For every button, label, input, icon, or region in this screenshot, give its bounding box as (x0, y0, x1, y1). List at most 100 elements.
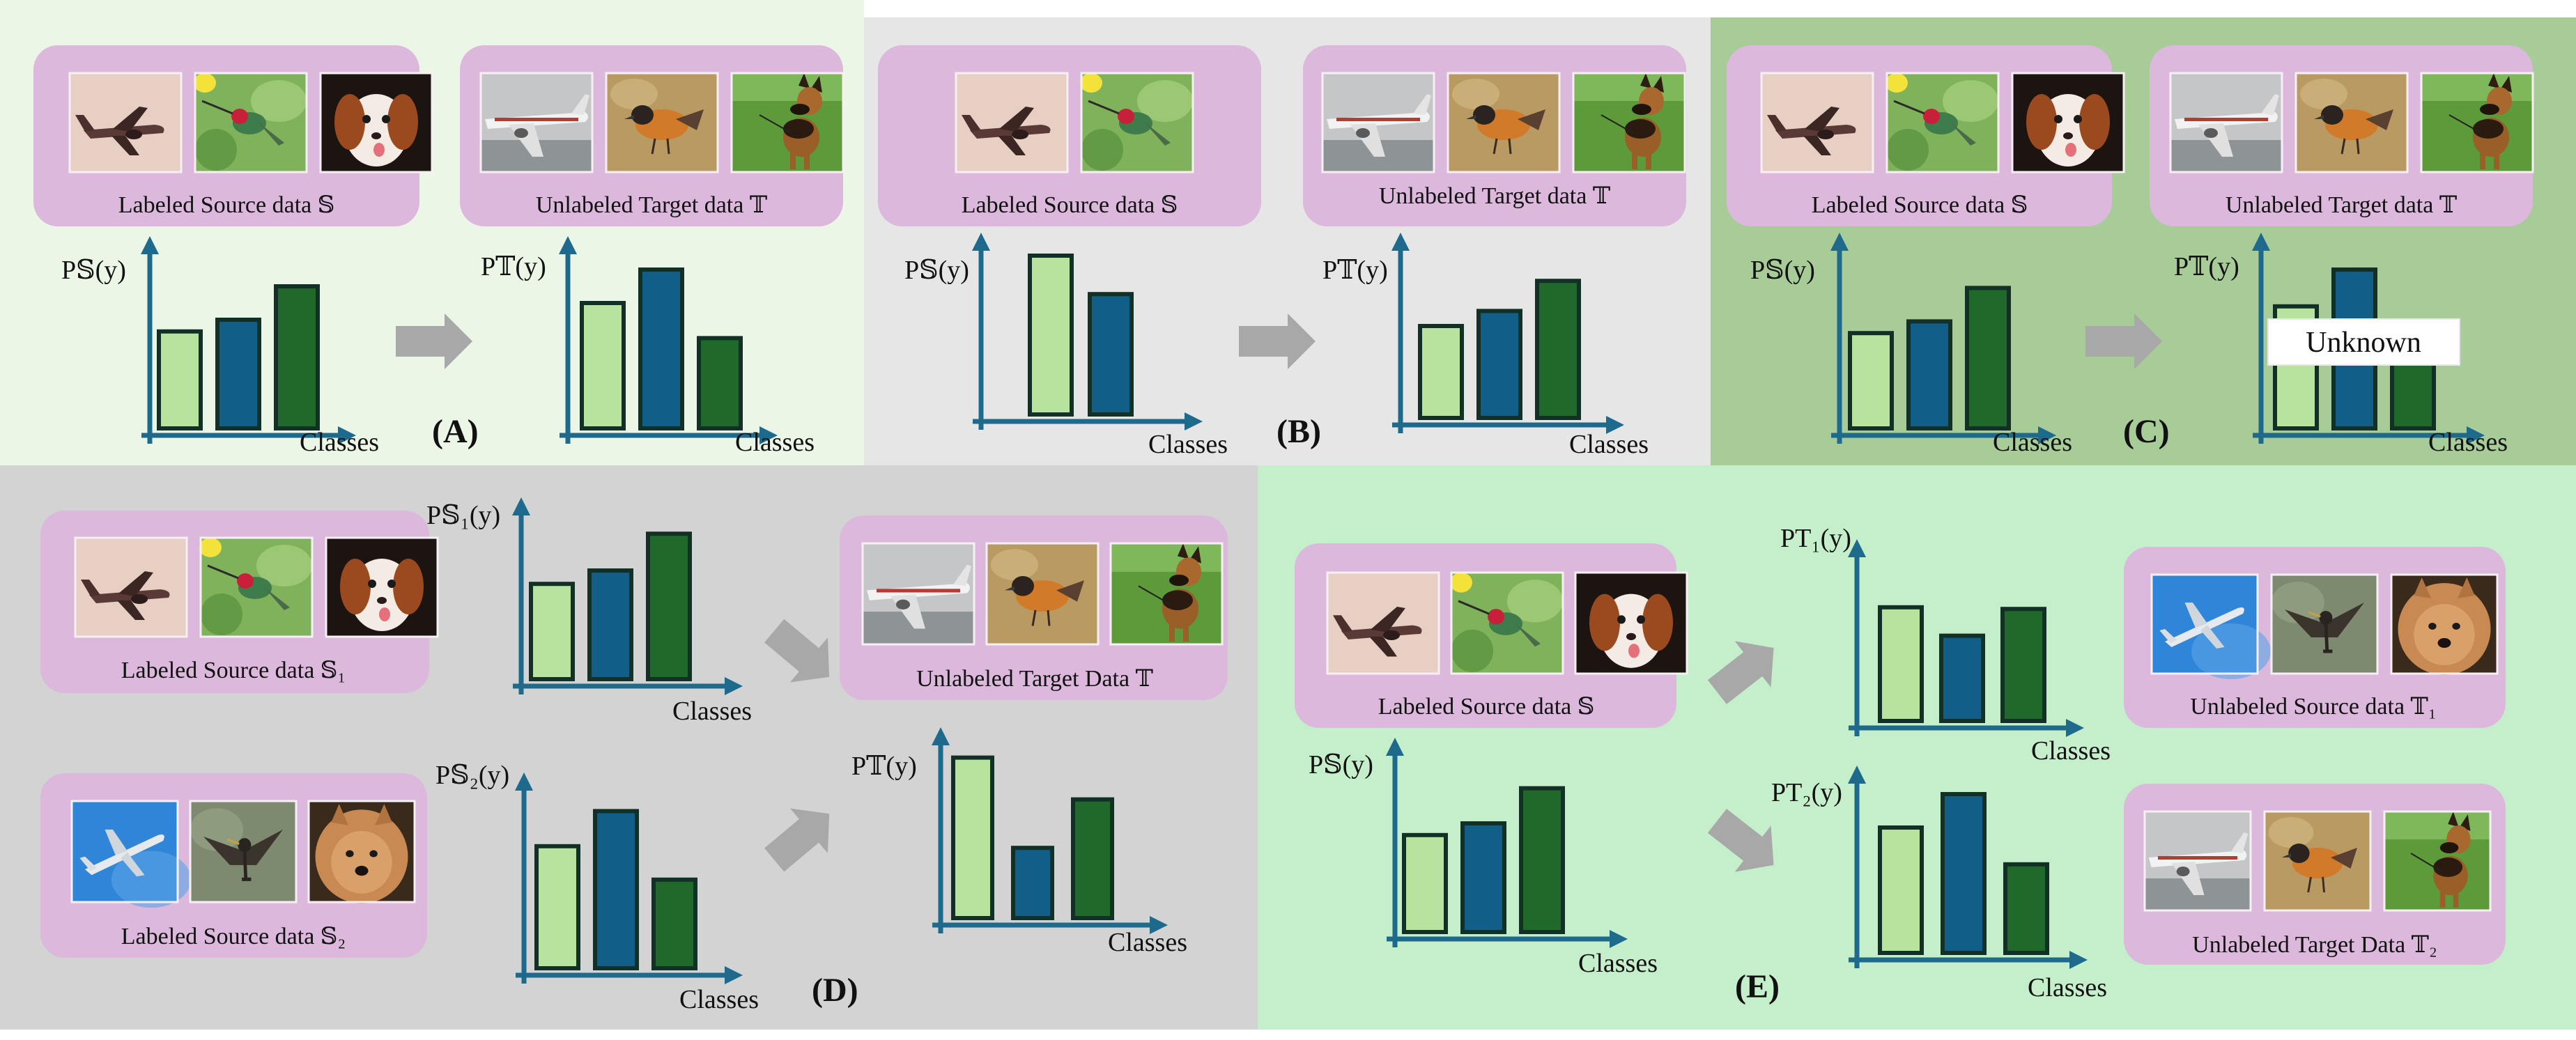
x-axis-arrowhead (1610, 930, 1628, 948)
x-axis-arrowhead (2069, 951, 2088, 969)
panel-b: Labeled Source data 𝕊 Unlabeled Target d… (878, 45, 1686, 459)
bar (529, 582, 575, 682)
target2-x-label: Classes (2028, 973, 2107, 1002)
target-x-label: Classes (735, 428, 815, 457)
airliner-photo (479, 72, 594, 173)
source-x-label: Classes (1148, 430, 1228, 459)
source-image-strip (955, 72, 1194, 173)
bar (1848, 331, 1894, 431)
panel-b-label: (B) (1277, 413, 1321, 450)
bar (1941, 792, 1987, 955)
bar (1939, 633, 1985, 723)
bar (1028, 254, 1074, 417)
source1-box-label: Labeled Source data 𝕊₁ (121, 658, 346, 683)
panel-a: Labeled Source data 𝕊 Unlabeled Target d… (33, 45, 844, 457)
source-x-label: Classes (1578, 949, 1658, 978)
source1-x-label: Classes (672, 697, 752, 726)
bar (215, 318, 261, 430)
x-axis-arrowhead (725, 966, 743, 984)
source-distribution-chart (972, 233, 1203, 430)
source1-image-strip (74, 536, 439, 638)
x-axis-arrowhead (2066, 719, 2084, 737)
source-image-strip (1760, 72, 2125, 173)
target1-box-label: Unlabeled Source data 𝕋₁ (2190, 694, 2436, 720)
y-axis-arrowhead (1391, 233, 1410, 251)
bar (951, 755, 994, 920)
target2-y-label: PT₂(y) (1771, 778, 1842, 807)
y-axis-arrowhead (932, 727, 950, 745)
y-axis-arrowhead (1848, 539, 1866, 557)
source-box-label: Labeled Source data 𝕊 (1378, 694, 1595, 720)
airplane-photo (1760, 72, 1874, 173)
source-distribution-chart (1830, 233, 2056, 444)
bar (1878, 825, 1924, 955)
source-y-label: P𝕊(y) (61, 256, 126, 285)
split-arrow-upper (1707, 641, 1774, 704)
hummingbird-photo (194, 72, 308, 173)
target1-image-strip (2150, 573, 2499, 679)
bar (587, 568, 633, 681)
target-y-label: P𝕋(y) (851, 752, 917, 781)
source-y-label: P𝕊(y) (1309, 750, 1373, 779)
target-y-label: P𝕋(y) (481, 252, 546, 281)
airplane-photo (74, 536, 188, 638)
hummingbird-photo (1885, 72, 2000, 173)
chow-dog-photo (2390, 573, 2499, 675)
bar (651, 877, 697, 971)
source-box-label: Labeled Source data 𝕊 (118, 192, 335, 218)
bar (1418, 324, 1464, 420)
x-axis-arrowhead (2467, 426, 2485, 444)
bar (1011, 846, 1054, 920)
bar (1402, 832, 1448, 935)
bar (580, 301, 626, 430)
chow-dog-photo (307, 800, 416, 904)
target-box-label: Unlabeled Target data 𝕋 (2226, 192, 2457, 218)
airplane-photo (955, 72, 1069, 173)
unknown-class-label: Unknown (2306, 327, 2421, 359)
panel-d: Labeled Source data 𝕊₁ Labeled Source da… (40, 497, 1228, 1014)
panel-d-label: (D) (812, 972, 858, 1009)
source-y-label: P𝕊(y) (904, 256, 969, 285)
source2-distribution-chart (515, 773, 743, 984)
merge-arrow-upper (764, 619, 830, 683)
y-axis-arrowhead (559, 236, 577, 254)
source-x-label: Classes (1993, 428, 2072, 457)
target-image-strip (1321, 72, 1686, 173)
source-distribution-chart (1386, 738, 1628, 948)
source-y-label: P𝕊(y) (1750, 256, 1815, 285)
bar (646, 531, 692, 682)
source-box-label: Labeled Source data 𝕊 (1812, 192, 2028, 218)
target-box-label: Unlabeled Target Data 𝕋 (916, 666, 1153, 692)
german-shepherd-photo (2420, 72, 2534, 173)
panel-a-label: (A) (432, 413, 479, 450)
target-box-label: Unlabeled Target data 𝕋 (1379, 183, 1610, 209)
bar (1519, 786, 1565, 934)
y-axis-arrowhead (1830, 233, 1849, 251)
source-distribution-chart (141, 236, 356, 444)
target1-x-label: Classes (2031, 736, 2111, 766)
panel-c: Labeled Source data 𝕊 Unlabeled Target d… (1727, 45, 2534, 457)
x-axis-arrowhead (725, 677, 743, 695)
target-box-label: Unlabeled Target data 𝕋 (536, 192, 767, 218)
source2-box-label: Labeled Source data 𝕊₂ (121, 924, 346, 949)
source2-image-strip (70, 800, 416, 908)
german-shepherd-photo (1572, 72, 1686, 173)
target-distribution-chart (1391, 233, 1624, 434)
puppy-photo (1574, 571, 1688, 675)
target2-box-label: Unlabeled Target Data 𝕋₂ (2192, 932, 2437, 958)
panel-c-label: (C) (2123, 413, 2170, 450)
source1-distribution-chart (512, 497, 743, 695)
airliner-photo (2143, 810, 2252, 912)
airplane-photo (68, 72, 183, 173)
y-axis-arrowhead (972, 233, 990, 251)
bar (534, 844, 580, 971)
bar (1878, 605, 1924, 723)
panel-e-label: (E) (1735, 968, 1780, 1005)
target-image-strip (861, 542, 1224, 646)
bar (1460, 821, 1506, 934)
bar (274, 284, 320, 430)
bar (697, 336, 743, 430)
target1-y-label: PT₁(y) (1780, 524, 1851, 553)
y-axis-arrowhead (1386, 738, 1404, 756)
